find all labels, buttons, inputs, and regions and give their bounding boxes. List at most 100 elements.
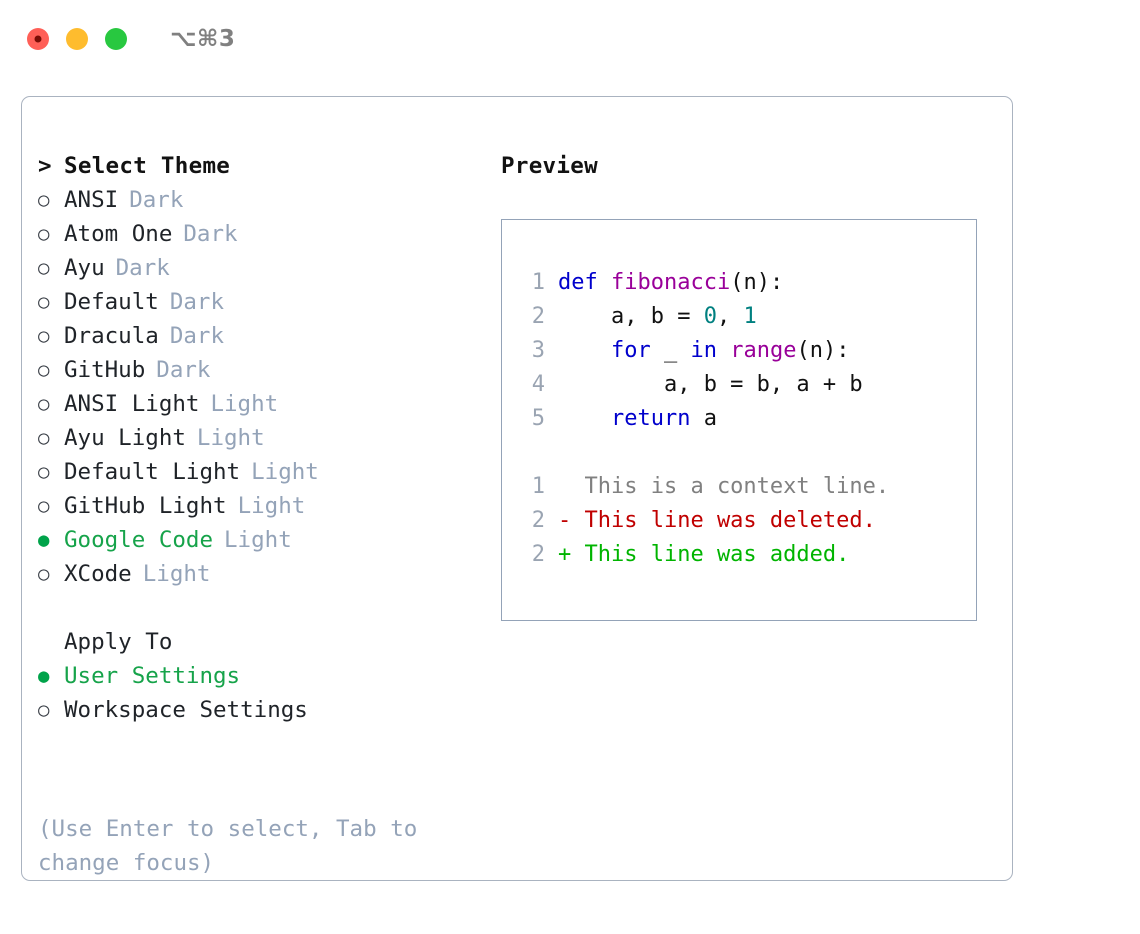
- code-line-number: 5: [531, 406, 545, 431]
- code-line-number: 2: [531, 304, 545, 329]
- apply-to-heading: ○ Apply To: [38, 625, 488, 659]
- code-token-pl: a, b =: [558, 304, 704, 329]
- theme-option-label: Ayu Light: [64, 425, 186, 451]
- theme-variant-tag: Light: [210, 391, 279, 417]
- radio-selected-icon: ●: [38, 529, 50, 551]
- cursor-arrow-icon: >: [38, 153, 52, 179]
- theme-option-label: Ayu: [64, 255, 105, 281]
- code-line-number: 4: [531, 372, 545, 397]
- theme-variant-tag: Dark: [115, 255, 170, 281]
- keyboard-hint-text: (Use Enter to select, Tab to change focu…: [38, 816, 418, 876]
- radio-unselected-icon: ○: [38, 359, 50, 381]
- radio-unselected-icon: ○: [38, 189, 50, 211]
- radio-unselected-icon: ○: [38, 495, 50, 517]
- radio-unselected-icon: ○: [38, 257, 50, 279]
- radio-unselected-icon: ○: [38, 325, 50, 347]
- diff-sample: 1 This is a context line. 2 - This line wa…: [519, 470, 976, 572]
- code-token-pl: [558, 338, 611, 363]
- code-line-number: 3: [531, 338, 545, 363]
- diff-line: 2 - This line was deleted.: [519, 504, 976, 538]
- code-line: 3 for _ in range(n):: [519, 334, 976, 368]
- theme-option-label: ANSI: [64, 187, 119, 213]
- code-line-text: a, b = b, a + b: [558, 368, 863, 402]
- diff-line: 2 + This line was added.: [519, 538, 976, 572]
- code-line-number: 1: [531, 270, 545, 295]
- zoom-button[interactable]: [105, 28, 127, 50]
- code-token-pl: (n):: [796, 338, 850, 363]
- code-token-kw: for: [610, 338, 664, 363]
- theme-variant-tag: Dark: [129, 187, 184, 213]
- theme-option-label: XCode: [64, 561, 132, 587]
- diff-line-number: 2: [531, 508, 545, 533]
- theme-option-label: Default Light: [64, 459, 241, 485]
- code-line: 4 a, b = b, a + b: [519, 368, 976, 402]
- diff-line-number: 2: [531, 542, 545, 567]
- title-bar: ⌥⌘3: [0, 0, 1140, 78]
- theme-option-label: GitHub: [64, 357, 146, 383]
- theme-variant-tag: Dark: [183, 221, 238, 247]
- close-button[interactable]: [27, 28, 49, 50]
- select-theme-heading: > Select Theme: [38, 149, 488, 183]
- code-diff-separator: [519, 436, 976, 470]
- theme-option-atom-one[interactable]: ○ Atom One Dark: [38, 217, 488, 251]
- select-theme-heading-label: Select Theme: [64, 153, 231, 179]
- theme-option-label: Dracula: [64, 323, 159, 349]
- apply-to-heading-label: Apply To: [64, 629, 173, 655]
- radio-unselected-icon: ○: [38, 291, 50, 313]
- theme-option-label: Default: [64, 289, 159, 315]
- radio-unselected-icon: ○: [38, 563, 50, 585]
- code-token-pl: [558, 406, 611, 431]
- theme-option-default[interactable]: ○ Default Dark: [38, 285, 488, 319]
- code-token-kw: def: [558, 270, 611, 295]
- code-token-fn: range: [730, 338, 797, 363]
- theme-option-label: GitHub Light: [64, 493, 227, 519]
- diff-line-text: + This line was added.: [558, 542, 850, 567]
- apply-to-option-label: User Settings: [64, 663, 241, 689]
- theme-option-label: Atom One: [64, 221, 173, 247]
- radio-unselected-icon: ○: [38, 699, 50, 721]
- code-token-pl: ,: [716, 304, 744, 329]
- theme-variant-tag: Light: [196, 425, 265, 451]
- diff-line-text: This is a context line.: [558, 474, 890, 499]
- code-line-text: return a: [558, 402, 717, 436]
- diff-line-number: 1: [531, 474, 545, 499]
- code-token-pl: (n):: [730, 270, 784, 295]
- code-token-pl: a, b = b, a + b: [558, 372, 863, 397]
- code-token-pl: a: [703, 406, 717, 431]
- code-token-pl: _: [663, 338, 691, 363]
- code-line: 2 a, b = 0, 1: [519, 300, 976, 334]
- code-line-text: for _ in range(n):: [558, 334, 849, 368]
- radio-unselected-icon: ○: [38, 223, 50, 245]
- diff-line-text: - This line was deleted.: [558, 508, 876, 533]
- apply-to-option-label: Workspace Settings: [64, 697, 308, 723]
- theme-variant-tag: Dark: [169, 289, 225, 315]
- minimize-button[interactable]: [66, 28, 88, 50]
- apply-to-list: ● User Settings ○ Workspace Settings: [38, 659, 488, 727]
- code-line-text: def fibonacci(n):: [558, 266, 783, 300]
- code-token-num: 1: [743, 304, 757, 329]
- apply-to-option-workspace-settings[interactable]: ○ Workspace Settings: [38, 693, 488, 727]
- radio-unselected-icon: ○: [38, 461, 50, 483]
- apply-to-option-user-settings[interactable]: ● User Settings: [38, 659, 488, 693]
- theme-option-ayu[interactable]: ○ Ayu Dark: [38, 251, 488, 285]
- list-spacer: [38, 591, 488, 625]
- code-token-fn: fibonacci: [610, 270, 731, 295]
- code-line: 5 return a: [519, 402, 976, 436]
- code-line: 1 def fibonacci(n):: [519, 266, 976, 300]
- theme-option-ansi[interactable]: ○ ANSI Dark: [38, 183, 488, 217]
- radio-selected-icon: ●: [38, 665, 50, 687]
